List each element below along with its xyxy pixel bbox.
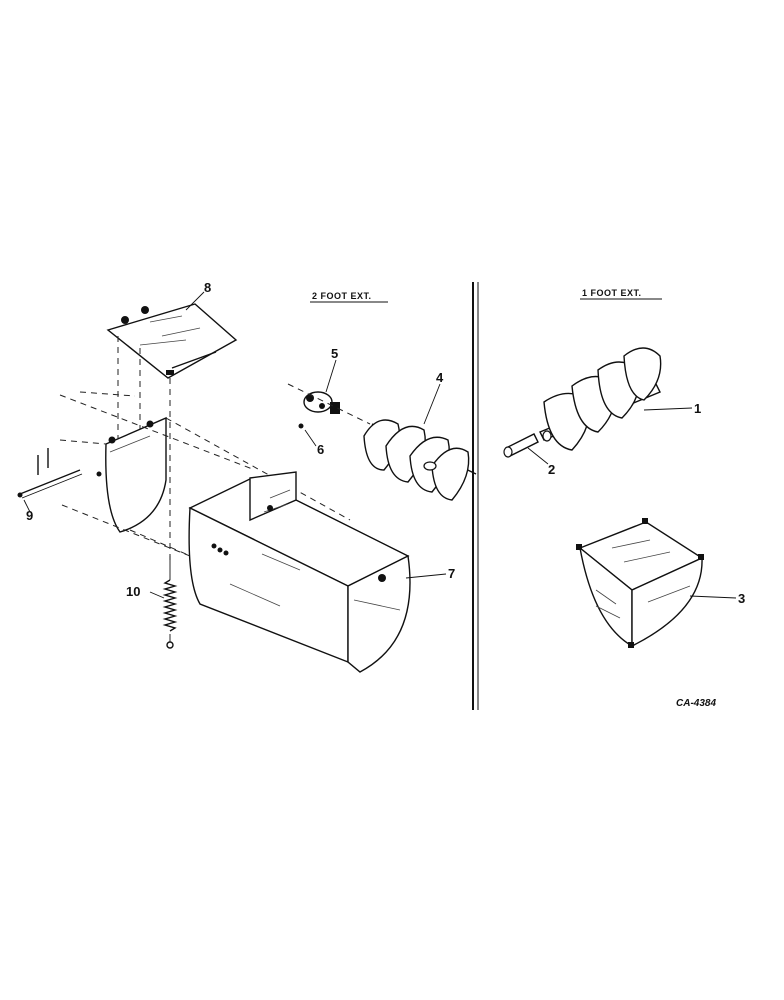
callout-2: 2 bbox=[548, 462, 555, 477]
part-9-pin bbox=[17, 448, 83, 499]
heading-1-foot-text: 1 FOOT EXT. bbox=[582, 288, 642, 298]
alignment-lines-part-8 bbox=[117, 336, 171, 560]
callout-10: 10 bbox=[126, 584, 140, 599]
part-6-set-screw bbox=[298, 423, 304, 429]
part-1-auger-1ft bbox=[539, 347, 662, 451]
heading-2-foot-ext: 2 FOOT EXT. bbox=[310, 291, 388, 303]
part-10-spring bbox=[162, 556, 178, 649]
heading-2-foot-text: 2 FOOT EXT. bbox=[312, 291, 372, 301]
callout-8: 8 bbox=[204, 280, 211, 295]
part-3-trough-1ft bbox=[576, 518, 704, 648]
callout-3: 3 bbox=[738, 591, 745, 606]
callout-5: 5 bbox=[331, 346, 338, 361]
callout-6: 6 bbox=[317, 442, 324, 457]
section-divider bbox=[472, 282, 479, 710]
heading-1-foot-ext: 1 FOOT EXT. bbox=[580, 288, 662, 300]
callout-7: 7 bbox=[448, 566, 455, 581]
callout-9: 9 bbox=[26, 508, 33, 523]
part-7-trough-2ft bbox=[188, 471, 411, 673]
trough-end-plate bbox=[96, 416, 167, 533]
part-2-shaft bbox=[503, 433, 539, 458]
part-4-auger-2ft bbox=[363, 419, 477, 501]
callout-4: 4 bbox=[436, 370, 444, 385]
part-8-cover-plate bbox=[106, 303, 238, 379]
part-5-coupling bbox=[303, 391, 340, 414]
figure-code: CA-4384 bbox=[676, 698, 716, 709]
trough-dashed-outline bbox=[59, 391, 351, 561]
callout-1: 1 bbox=[694, 401, 701, 416]
